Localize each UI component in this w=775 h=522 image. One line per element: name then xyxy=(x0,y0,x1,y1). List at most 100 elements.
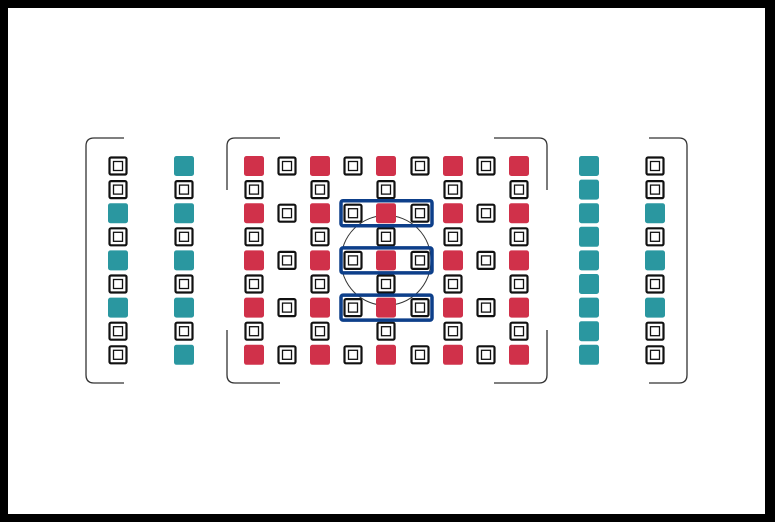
af-point-inner xyxy=(178,231,190,242)
cross-type-af-point xyxy=(310,156,330,176)
af-point xyxy=(509,180,529,200)
af-point-outer xyxy=(244,321,264,341)
f8-af-point xyxy=(645,297,665,318)
af-point-inner xyxy=(112,349,124,360)
f8-af-point xyxy=(579,274,599,294)
af-point-outer xyxy=(277,298,297,318)
af-point-outer xyxy=(108,274,128,294)
af-point-inner xyxy=(112,326,124,337)
area-bracket xyxy=(85,137,124,384)
cross-type-af-point xyxy=(310,203,330,224)
af-point xyxy=(376,227,396,247)
af-point-outer xyxy=(410,298,430,318)
af-point xyxy=(277,298,297,318)
af-point-outer xyxy=(174,321,194,341)
af-point xyxy=(108,274,128,294)
af-point-inner xyxy=(314,326,326,337)
af-point-inner xyxy=(314,184,326,195)
af-point-inner xyxy=(649,231,661,242)
af-point-outer xyxy=(443,274,463,294)
af-point xyxy=(277,250,297,270)
cross-type-af-point xyxy=(443,156,463,176)
af-point xyxy=(108,156,128,176)
af-point xyxy=(645,227,665,247)
af-point-outer xyxy=(645,321,665,341)
af-point xyxy=(174,180,194,200)
af-point xyxy=(108,345,128,365)
af-point-inner xyxy=(178,278,190,290)
f8-af-point xyxy=(579,297,599,318)
af-point-outer xyxy=(174,227,194,247)
cross-type-af-point xyxy=(244,344,264,365)
af-point-outer xyxy=(410,203,430,223)
af-point-outer xyxy=(645,345,665,365)
f8-af-point xyxy=(108,250,128,271)
cross-type-af-point xyxy=(443,203,463,224)
cross-type-af-point xyxy=(443,297,463,318)
af-point-inner xyxy=(281,208,293,219)
af-point-inner xyxy=(414,349,426,360)
af-point xyxy=(645,180,665,200)
af-point-inner xyxy=(281,302,293,313)
af-point-outer xyxy=(509,227,529,247)
af-point xyxy=(476,345,496,365)
af-point-inner xyxy=(480,160,492,172)
af-point-outer xyxy=(108,180,128,200)
af-point-outer xyxy=(343,156,363,176)
af-point-outer xyxy=(244,227,264,247)
af-point-inner xyxy=(447,278,459,290)
af-point xyxy=(174,227,194,247)
af-point xyxy=(645,321,665,341)
af-point-outer xyxy=(310,274,330,294)
af-point xyxy=(174,274,194,294)
af-point-outer xyxy=(108,345,128,365)
af-point-inner xyxy=(380,278,392,290)
af-point xyxy=(443,227,463,247)
f8-af-point xyxy=(174,344,194,365)
af-point-outer xyxy=(410,156,430,176)
af-point-inner xyxy=(480,255,492,266)
af-point-inner xyxy=(480,208,492,219)
af-point-outer xyxy=(476,250,496,270)
af-point-inner xyxy=(414,255,426,266)
af-point-inner xyxy=(447,184,459,195)
af-point-outer xyxy=(343,250,363,270)
af-point-inner xyxy=(380,326,392,337)
af-point xyxy=(343,298,363,318)
cross-type-af-point xyxy=(509,297,529,318)
af-point-inner xyxy=(480,302,492,313)
af-point-outer xyxy=(410,250,430,270)
af-point-inner xyxy=(281,255,293,266)
af-point-inner xyxy=(248,278,260,290)
af-point xyxy=(343,156,363,176)
af-point-inner xyxy=(380,184,392,195)
af-point xyxy=(476,298,496,318)
af-point xyxy=(410,203,430,223)
af-point-outer xyxy=(443,321,463,341)
af-point-outer xyxy=(343,203,363,223)
af-point xyxy=(645,274,665,294)
area-bracket xyxy=(494,137,548,190)
af-point-inner xyxy=(248,231,260,242)
f8-af-point xyxy=(579,203,599,224)
af-point-inner xyxy=(649,160,661,172)
af-point xyxy=(343,203,363,223)
af-point-outer xyxy=(476,156,496,176)
af-point-inner xyxy=(248,326,260,337)
af-point-inner xyxy=(513,184,525,195)
f8-af-point xyxy=(174,250,194,271)
af-point xyxy=(277,203,297,223)
af-point xyxy=(244,227,264,247)
af-point-inner xyxy=(447,231,459,242)
af-point-outer xyxy=(376,227,396,247)
af-point-inner xyxy=(281,349,293,360)
af-point xyxy=(376,321,396,341)
af-point xyxy=(310,227,330,247)
af-point-outer xyxy=(645,227,665,247)
af-point xyxy=(410,250,430,270)
af-point-outer xyxy=(645,180,665,200)
af-point xyxy=(108,321,128,341)
af-point xyxy=(443,274,463,294)
af-point-outer xyxy=(645,274,665,294)
highlighted-row-frame xyxy=(339,198,434,228)
